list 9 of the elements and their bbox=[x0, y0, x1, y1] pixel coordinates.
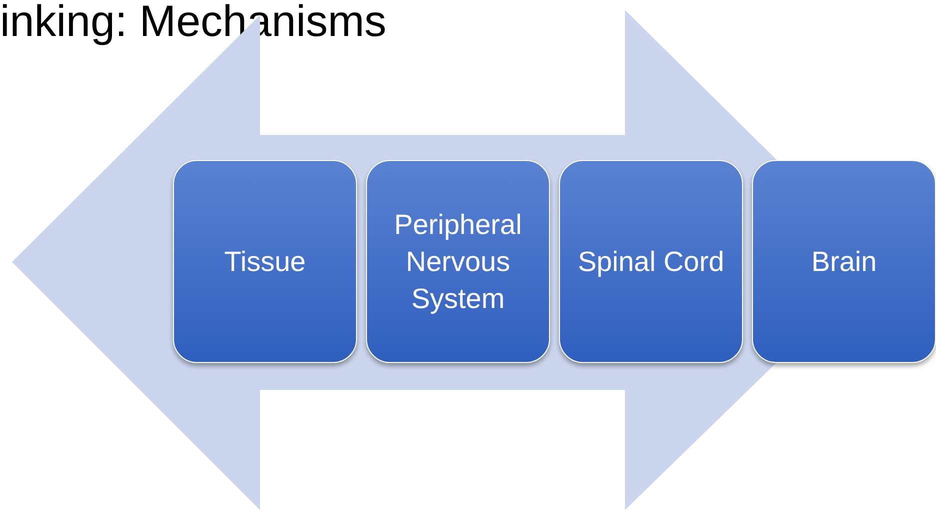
stage-box bbox=[752, 160, 936, 363]
stage-label: Brain bbox=[810, 245, 878, 279]
stage-label: Spinal Cord bbox=[576, 245, 726, 279]
stage-box bbox=[366, 160, 550, 363]
stage-box bbox=[559, 160, 743, 363]
stage-label: Tissue bbox=[223, 245, 307, 279]
title: inking: Mechanisms bbox=[0, 0, 386, 48]
stage-box bbox=[173, 160, 357, 363]
stage-label: Peripheral Nervous System bbox=[393, 208, 523, 316]
